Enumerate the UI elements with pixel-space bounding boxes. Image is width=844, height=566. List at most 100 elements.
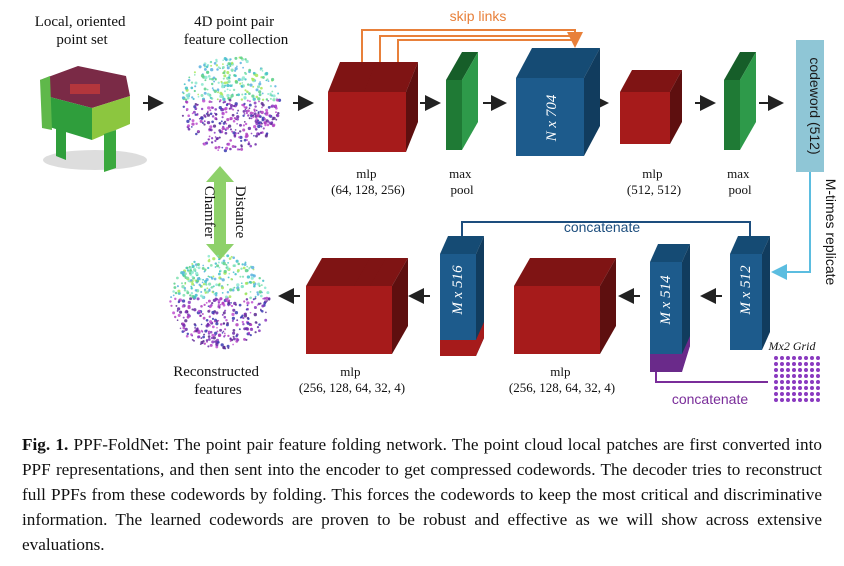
point (205, 70, 210, 75)
point (183, 288, 187, 292)
grid-dot (804, 398, 808, 402)
grid-dot (816, 392, 820, 396)
point (245, 132, 248, 136)
point (224, 309, 227, 312)
point (236, 117, 239, 121)
point (231, 319, 234, 322)
point (214, 113, 218, 116)
point (232, 329, 236, 332)
point (217, 145, 221, 149)
point (222, 101, 225, 104)
point (240, 282, 243, 285)
point (262, 127, 265, 130)
point (205, 301, 208, 304)
point (248, 117, 251, 120)
point (227, 304, 230, 307)
point (207, 332, 211, 335)
point (253, 134, 255, 137)
point (229, 64, 232, 68)
point (217, 66, 220, 69)
ppf-collection-label: 4D point pair feature collection (184, 14, 289, 48)
point (251, 94, 255, 98)
point (235, 259, 239, 263)
point (226, 88, 229, 91)
point (236, 123, 238, 125)
grid-dot (792, 368, 796, 372)
point (242, 109, 246, 113)
point (194, 81, 198, 85)
point (216, 136, 219, 140)
point (237, 77, 241, 82)
point (214, 262, 218, 265)
point (200, 116, 204, 120)
point (186, 290, 189, 293)
point (212, 336, 216, 340)
point (249, 311, 252, 314)
point (181, 305, 185, 308)
point (217, 303, 220, 307)
grid-dot (792, 362, 796, 366)
point (172, 311, 176, 315)
point (224, 334, 226, 337)
point (214, 136, 217, 138)
grid-dot (780, 374, 784, 378)
point (248, 100, 251, 103)
point (174, 297, 177, 301)
point (202, 335, 205, 339)
point (243, 138, 247, 142)
point (261, 70, 264, 72)
point (245, 138, 249, 142)
point (232, 104, 236, 108)
point (225, 122, 228, 125)
point (209, 109, 212, 112)
point (224, 90, 226, 93)
point (226, 267, 230, 271)
point (271, 121, 274, 124)
mlp-encoder-2-blocks (620, 70, 682, 144)
point (188, 76, 191, 79)
point (252, 115, 255, 119)
grid-dot (810, 392, 814, 396)
point (276, 113, 280, 118)
point (190, 333, 193, 336)
point (215, 292, 218, 295)
point (266, 291, 270, 295)
point (186, 269, 189, 272)
point (258, 290, 262, 294)
point (222, 322, 226, 325)
point (249, 296, 252, 300)
point (175, 304, 178, 307)
point (203, 333, 206, 336)
point (201, 313, 204, 315)
point (253, 125, 257, 129)
point (254, 73, 259, 78)
point (232, 131, 236, 135)
point (223, 74, 227, 78)
point (220, 343, 224, 347)
grid-dot (798, 398, 802, 402)
point (192, 110, 196, 114)
point (267, 106, 271, 109)
replicate-label: M-times replicate (823, 179, 839, 286)
point (239, 123, 242, 127)
n-x-704-block (516, 48, 600, 156)
point (238, 130, 242, 133)
point (192, 97, 195, 101)
point (209, 96, 212, 99)
point (190, 126, 193, 128)
point (222, 330, 225, 333)
grid-dot (786, 398, 790, 402)
grid-dot (798, 362, 802, 366)
point (257, 119, 260, 122)
point (216, 330, 219, 333)
point (234, 272, 237, 276)
point (226, 283, 229, 286)
point (260, 284, 263, 287)
point (187, 92, 191, 96)
point (223, 120, 227, 124)
point (197, 93, 200, 96)
point (185, 100, 189, 104)
point (220, 80, 223, 83)
point (194, 327, 196, 329)
point (203, 63, 206, 67)
